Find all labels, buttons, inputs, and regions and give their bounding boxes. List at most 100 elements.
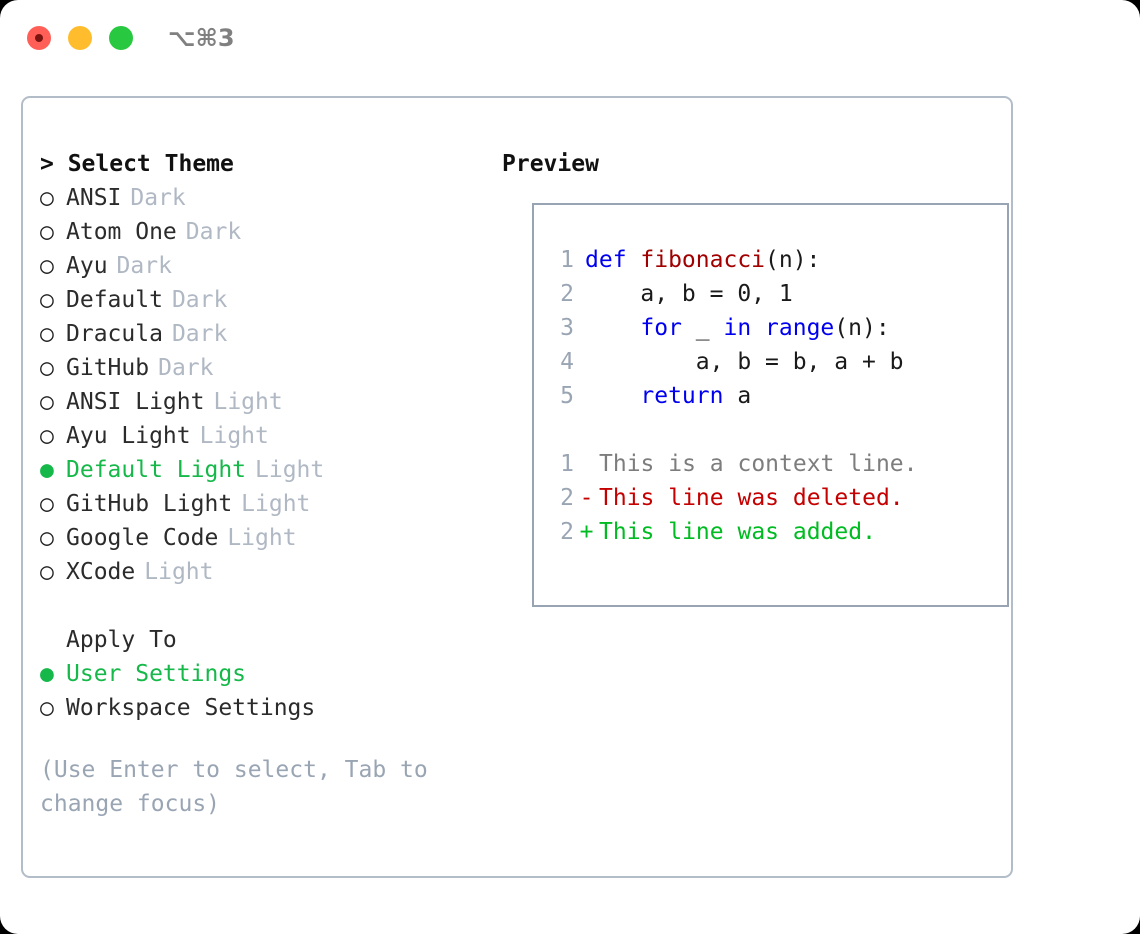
code-token: a, b = 0, 1	[585, 281, 793, 307]
traffic-lights	[27, 26, 133, 50]
code-token: for	[640, 315, 682, 341]
code-token: a, b = b, a + b	[585, 349, 904, 375]
radio-unselected-icon: ○	[40, 491, 54, 517]
radio-unselected-icon: ○	[40, 695, 54, 721]
theme-option-label: Ayu	[66, 253, 108, 279]
theme-option-tag: Dark	[116, 253, 172, 279]
theme-option-tag: Light	[213, 389, 283, 415]
theme-option-label: Dracula	[66, 321, 163, 347]
close-button-icon[interactable]	[27, 26, 51, 50]
diff-marker	[574, 447, 599, 481]
code-token: return	[640, 383, 724, 409]
diff-line-text: This line was deleted.	[599, 485, 904, 511]
code-token: a	[723, 383, 752, 409]
radio-unselected-icon: ○	[40, 559, 54, 585]
theme-option-label: Default Light	[66, 457, 247, 483]
theme-option-tag: Dark	[171, 287, 228, 313]
theme-option-dracula[interactable]: ○ Dracula Dark	[40, 317, 490, 351]
code-line-text: for _ in range(n):	[585, 315, 889, 341]
theme-option-tag: Light	[199, 423, 269, 449]
theme-option-label: Atom One	[66, 219, 177, 245]
theme-option-tag: Dark	[130, 185, 186, 211]
diff-line: 1 This is a context line.	[550, 447, 918, 481]
diff-sample: 1 This is a context line.2-This line was…	[550, 447, 918, 549]
diff-line: 2-This line was deleted.	[550, 481, 918, 515]
title-bar: ⌥⌘3	[0, 0, 1140, 78]
line-number: 5	[560, 383, 574, 409]
theme-option-label: ANSI Light	[66, 389, 205, 415]
preview-column: Preview 1 def fibonacci(n): 2 a, b = 0, 1 3…	[502, 147, 1009, 607]
line-number: 2	[560, 485, 574, 511]
preview-heading: Preview	[502, 151, 599, 177]
apply-to-list: ● User Settings ○ Workspace Settings	[40, 657, 490, 725]
select-theme-heading: > Select Theme	[40, 151, 234, 177]
code-token: def	[585, 247, 641, 273]
line-number: 1	[560, 451, 574, 477]
window-title: ⌥⌘3	[168, 24, 235, 52]
line-number: 4	[560, 349, 574, 375]
radio-selected-icon: ●	[40, 661, 54, 687]
apply-to-option-workspace-settings[interactable]: ○ Workspace Settings	[40, 691, 490, 725]
maximize-button-icon[interactable]	[109, 26, 133, 50]
code-token	[585, 315, 640, 341]
radio-unselected-icon: ○	[40, 287, 54, 313]
diff-marker: +	[579, 519, 594, 545]
apply-to-option-label: Workspace Settings	[66, 695, 316, 721]
theme-option-tag: Dark	[185, 219, 242, 245]
theme-option-label: XCode	[66, 559, 136, 585]
diff-marker: -	[579, 485, 594, 511]
apply-to-option-user-settings[interactable]: ● User Settings	[40, 657, 490, 691]
code-token: range	[765, 315, 835, 341]
theme-option-label: Ayu Light	[66, 423, 191, 449]
code-line: 1 def fibonacci(n):	[550, 243, 918, 277]
radio-unselected-icon: ○	[40, 423, 54, 449]
theme-option-github-light[interactable]: ○ GitHub Light Light	[40, 487, 490, 521]
theme-option-label: Default	[66, 287, 163, 313]
code-token: _	[681, 315, 724, 341]
diff-line: 2+This line was added.	[550, 515, 918, 549]
theme-option-github[interactable]: ○ GitHub Dark	[40, 351, 490, 385]
code-token: (n):	[765, 247, 821, 273]
preview-code: 1 def fibonacci(n): 2 a, b = 0, 1 3 for _ i…	[550, 243, 918, 549]
theme-option-ayu-light[interactable]: ○ Ayu Light Light	[40, 419, 490, 453]
theme-option-label: GitHub	[66, 355, 150, 381]
line-number: 2	[560, 519, 574, 545]
diff-line-text: This is a context line.	[599, 451, 918, 477]
code-line-text: def fibonacci(n):	[585, 247, 820, 273]
theme-option-label: GitHub Light	[66, 491, 233, 517]
radio-unselected-icon: ○	[40, 185, 54, 211]
line-number: 1	[560, 247, 574, 273]
code-token: fibonacci	[640, 247, 766, 273]
list-spacer	[40, 589, 490, 623]
theme-option-tag: Light	[144, 559, 214, 585]
code-line-text: return a	[585, 383, 751, 409]
line-number: 3	[560, 315, 574, 341]
theme-option-xcode[interactable]: ○ XCode Light	[40, 555, 490, 589]
radio-unselected-icon: ○	[40, 355, 54, 381]
code-token: in	[723, 315, 752, 341]
theme-option-tag: Light	[241, 491, 311, 517]
theme-option-tag: Dark	[171, 321, 228, 347]
theme-option-default[interactable]: ○ Default Dark	[40, 283, 490, 317]
radio-unselected-icon: ○	[40, 321, 54, 347]
minimize-button-icon[interactable]	[68, 26, 92, 50]
keyboard-hint-text: (Use Enter to select, Tab to change focu…	[40, 757, 428, 817]
diff-line-text: This line was added.	[599, 519, 876, 545]
code-line: 2 a, b = 0, 1	[550, 277, 918, 311]
apply-to-heading: Apply To	[66, 627, 177, 653]
code-token	[585, 383, 640, 409]
apply-to-option-label: User Settings	[66, 661, 247, 687]
theme-option-tag: Dark	[158, 355, 214, 381]
code-line: 5 return a	[550, 379, 918, 413]
radio-unselected-icon: ○	[40, 525, 54, 551]
code-sample: 1 def fibonacci(n): 2 a, b = 0, 1 3 for _ i…	[550, 243, 918, 413]
